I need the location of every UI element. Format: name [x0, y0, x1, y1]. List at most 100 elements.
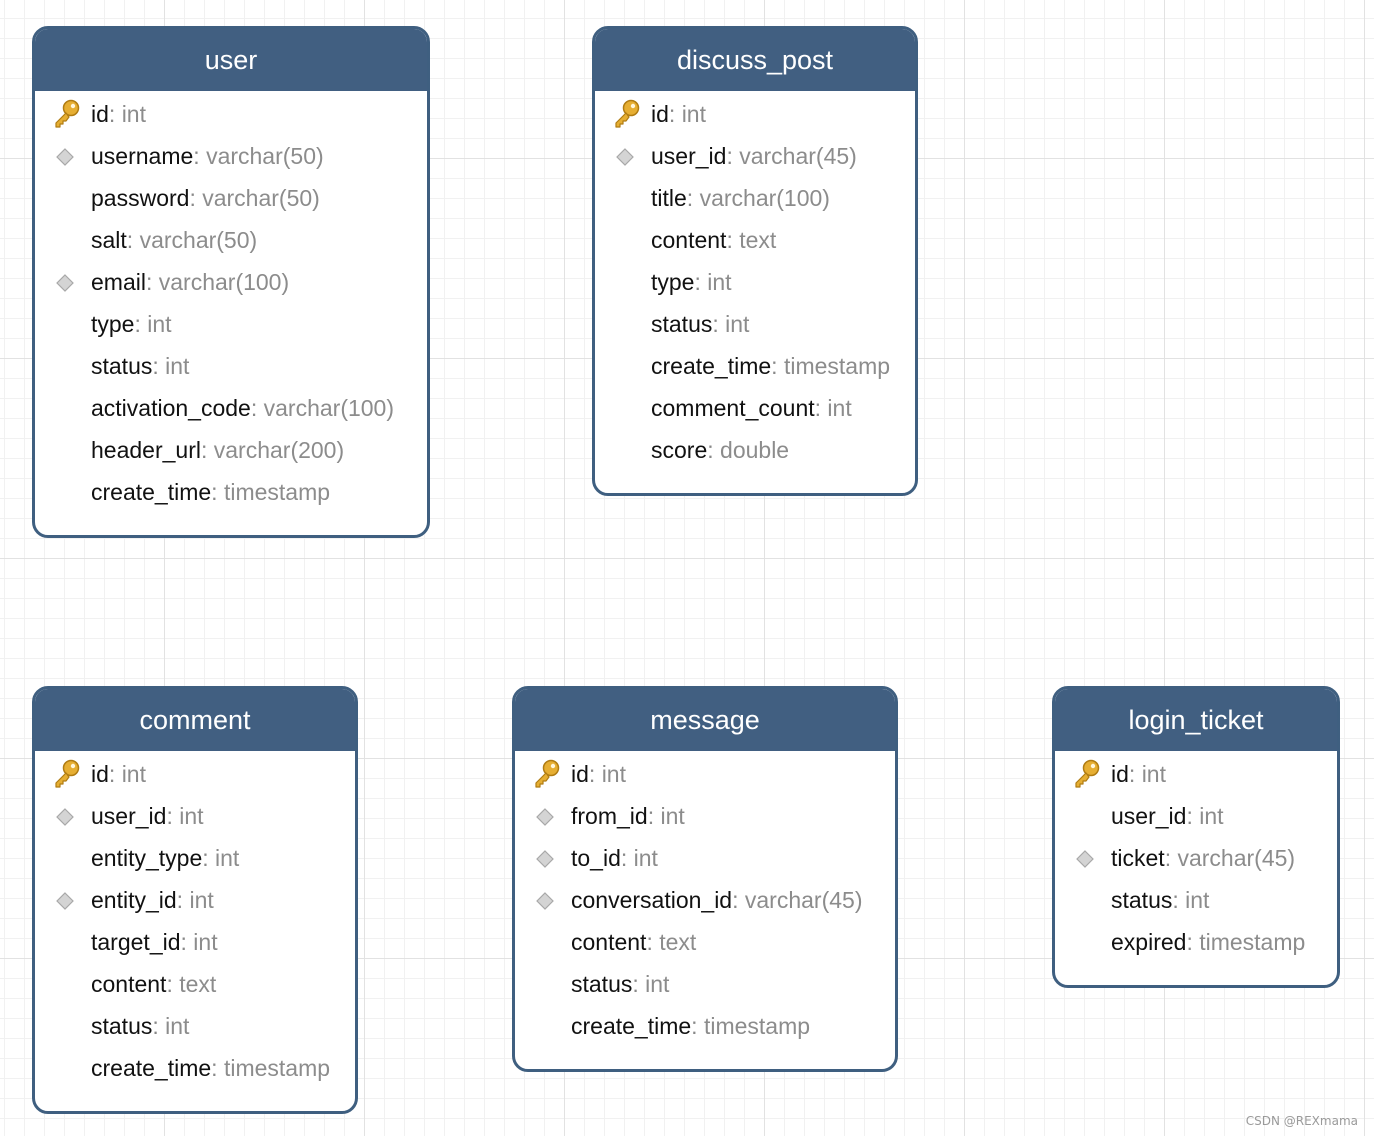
field-row[interactable]: activation_code: varchar(100) [35, 387, 427, 429]
field-name: id [1111, 761, 1129, 787]
field-row[interactable]: id: int [35, 93, 427, 135]
field-row[interactable]: target_id: int [35, 921, 355, 963]
field-name: content [651, 227, 727, 253]
field-name: create_time [651, 353, 772, 379]
field-name: user_id [1111, 803, 1187, 829]
entity-title: login_ticket [1055, 689, 1337, 751]
field-row[interactable]: conversation_id: varchar(45) [515, 879, 895, 921]
field-row[interactable]: header_url: varchar(200) [35, 429, 427, 471]
field-type: int [660, 803, 685, 829]
primary-key-icon [611, 93, 643, 135]
field-row[interactable]: content: text [35, 963, 355, 1005]
field-separator: : [166, 971, 180, 997]
field-row[interactable]: username: varchar(50) [35, 135, 427, 177]
field-type: int [707, 269, 732, 295]
field-name: to_id [571, 845, 621, 871]
field-row[interactable]: comment_count: int [595, 387, 915, 429]
field-separator: : [1164, 845, 1178, 871]
index-diamond-icon [531, 879, 563, 921]
field-row[interactable]: id: int [515, 753, 895, 795]
field-name: password [91, 185, 190, 211]
field-row[interactable]: ticket: varchar(45) [1055, 837, 1337, 879]
field-type: double [720, 437, 790, 463]
field-name: id [651, 101, 669, 127]
field-row[interactable]: content: text [595, 219, 915, 261]
field-row[interactable]: type: int [35, 303, 427, 345]
field-row[interactable]: email: varchar(100) [35, 261, 427, 303]
field-row[interactable]: create_time: timestamp [35, 471, 427, 513]
field-row[interactable]: to_id: int [515, 837, 895, 879]
field-row[interactable]: entity_id: int [35, 879, 355, 921]
field-row[interactable]: user_id: varchar(45) [595, 135, 915, 177]
field-name: id [91, 761, 109, 787]
field-name: status [91, 1013, 153, 1039]
field-row[interactable]: status: int [515, 963, 895, 1005]
field-type: int [1141, 761, 1166, 787]
field-row[interactable]: user_id: int [35, 795, 355, 837]
field-type: int [1199, 803, 1224, 829]
field-row[interactable]: id: int [35, 753, 355, 795]
field-name: entity_type [91, 845, 203, 871]
field-row[interactable]: password: varchar(50) [35, 177, 427, 219]
field-name: target_id [91, 929, 181, 955]
field-name: header_url [91, 437, 201, 463]
field-type: int [681, 101, 706, 127]
field-row[interactable]: expired: timestamp [1055, 921, 1337, 963]
primary-key-icon [1071, 753, 1103, 795]
field-type: int [189, 887, 214, 913]
field-row[interactable]: score: double [595, 429, 915, 471]
field-name: content [91, 971, 167, 997]
field-name: id [571, 761, 589, 787]
field-row[interactable]: id: int [595, 93, 915, 135]
field-row[interactable]: user_id: int [1055, 795, 1337, 837]
field-row[interactable]: entity_type: int [35, 837, 355, 879]
field-separator: : [726, 227, 740, 253]
field-separator: : [189, 185, 203, 211]
field-row[interactable]: status: int [595, 303, 915, 345]
field-row[interactable]: status: int [1055, 879, 1337, 921]
field-name: conversation_id [571, 887, 733, 913]
field-separator: : [726, 143, 740, 169]
field-name: status [1111, 887, 1173, 913]
field-separator: : [620, 845, 634, 871]
field-separator: : [732, 887, 745, 913]
field-separator: : [193, 143, 207, 169]
field-separator: : [152, 353, 166, 379]
field-name: user_id [91, 803, 167, 829]
field-type: int [179, 803, 204, 829]
field-row[interactable]: create_time: timestamp [595, 345, 915, 387]
field-type: int [633, 845, 658, 871]
field-row[interactable]: title: varchar(100) [595, 177, 915, 219]
field-name: username [91, 143, 194, 169]
index-diamond-icon [51, 135, 83, 177]
field-type: varchar(200) [213, 437, 345, 463]
field-type: int [601, 761, 626, 787]
field-row[interactable]: status: int [35, 1005, 355, 1047]
primary-key-icon [51, 753, 83, 795]
field-row[interactable]: status: int [35, 345, 427, 387]
index-diamond-icon [611, 135, 643, 177]
field-row[interactable]: type: int [595, 261, 915, 303]
field-row[interactable]: create_time: timestamp [515, 1005, 895, 1047]
field-type: int [165, 353, 190, 379]
field-row[interactable]: content: text [515, 921, 895, 963]
field-row[interactable]: salt: varchar(50) [35, 219, 427, 261]
field-separator: : [108, 101, 122, 127]
entity-title: comment [35, 689, 355, 751]
field-row[interactable]: id: int [1055, 753, 1337, 795]
field-separator: : [211, 479, 224, 505]
field-type: varchar(45) [739, 143, 857, 169]
field-row[interactable]: create_time: timestamp [35, 1047, 355, 1089]
field-separator: : [250, 395, 264, 421]
primary-key-icon [51, 93, 83, 135]
field-name: title [651, 185, 687, 211]
field-row[interactable]: from_id: int [515, 795, 895, 837]
field-type: int [725, 311, 750, 337]
